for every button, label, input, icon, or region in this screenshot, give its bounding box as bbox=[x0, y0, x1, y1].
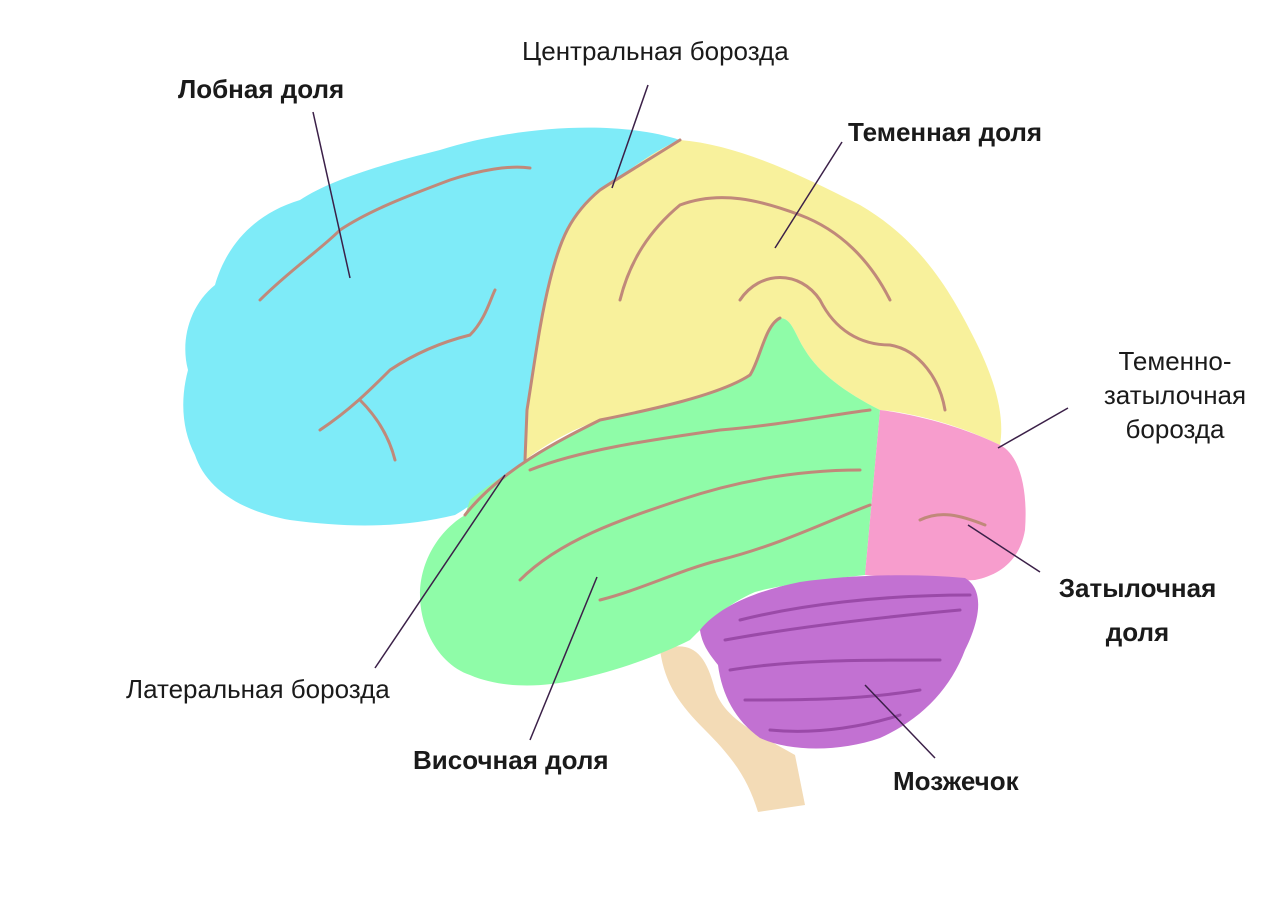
label-parietal-lobe: Теменная доля bbox=[848, 117, 1043, 147]
leader-line-parietal bbox=[774, 141, 843, 249]
label-line: затылочная bbox=[1103, 380, 1247, 410]
sulcus-line bbox=[358, 398, 397, 462]
leader-line-frontal bbox=[312, 111, 351, 279]
leader-line-occipital bbox=[967, 524, 1041, 573]
leader-line-temporal bbox=[529, 576, 598, 741]
sulcus-line bbox=[728, 658, 942, 672]
sulcus-line bbox=[318, 288, 497, 432]
label-central-sulcus: Центральная борозда bbox=[522, 36, 789, 66]
label-cerebellum: Мозжечок bbox=[893, 766, 1019, 796]
sulcus-line bbox=[523, 138, 682, 462]
label-occipital-lobe: Затылочная доля bbox=[1040, 566, 1235, 654]
sulcus-line bbox=[768, 713, 902, 733]
sulcus-line bbox=[518, 468, 862, 582]
sulcus-line bbox=[723, 608, 962, 642]
label-line: Теменно- bbox=[1118, 346, 1232, 376]
sulcus-line bbox=[598, 503, 872, 602]
label-line: борозда bbox=[1125, 414, 1225, 444]
occipital-region bbox=[865, 410, 1026, 581]
leader-line-lateral bbox=[374, 474, 506, 669]
sulcus-line bbox=[618, 196, 892, 302]
sulcus-line bbox=[743, 688, 922, 702]
sulcus-line bbox=[258, 165, 532, 302]
label-line: Затылочная bbox=[1058, 573, 1217, 603]
label-temporal-lobe: Височная доля bbox=[413, 745, 609, 775]
temporal-region bbox=[420, 318, 880, 686]
leader-line-central bbox=[611, 84, 649, 189]
label-frontal-lobe: Лобная доля bbox=[178, 74, 345, 104]
sulcus-line bbox=[738, 276, 947, 412]
parietal-region bbox=[525, 140, 1002, 460]
frontal-region bbox=[183, 127, 680, 526]
sulcus-line bbox=[528, 408, 872, 472]
leader-line-cerebellum bbox=[864, 684, 936, 759]
label-lateral-sulcus: Латеральная борозда bbox=[126, 674, 390, 704]
leader-line-parieto-occipital bbox=[997, 407, 1069, 449]
sulcus-line bbox=[918, 513, 987, 527]
sulcus-line bbox=[738, 593, 972, 622]
brainstem-region bbox=[660, 646, 805, 812]
sulcus-line bbox=[463, 316, 782, 517]
label-parieto-occipital-sulcus: Теменно- затылочная борозда bbox=[1095, 344, 1255, 446]
label-line: доля bbox=[1105, 617, 1170, 647]
